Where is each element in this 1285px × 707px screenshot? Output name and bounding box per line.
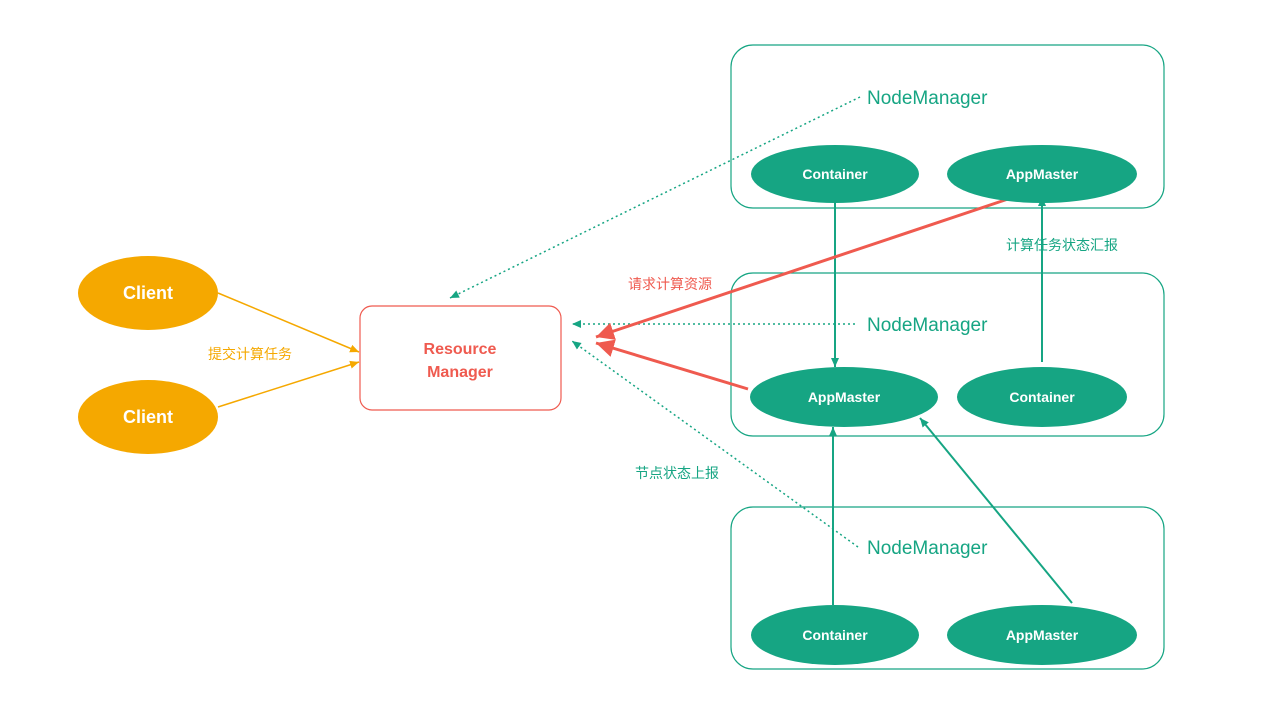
client-node-2 [78,380,218,454]
container-node-1 [751,145,919,203]
container-label-2: Container [1009,389,1075,405]
request-resources-arrow-1 [595,197,1009,340]
client-label-2: Client [123,407,173,427]
task-status-report-label: 计算任务状态汇报 [1006,237,1118,253]
node-manager-box-2 [730,272,1165,437]
appmaster-label-3: AppMaster [1006,627,1079,643]
resource-manager-label-line2: Manager [427,364,493,381]
appmaster-label-1: AppMaster [1006,166,1079,182]
node-manager-label-2: NodeManager [867,315,988,336]
node-status-arrow-1 [449,96,861,299]
submit-job-arrow-2 [217,360,360,408]
node-manager-box-3 [730,506,1165,670]
container-node-2 [957,367,1127,427]
container-label-3: Container [802,627,868,643]
request-resources-arrow-2 [595,339,749,391]
appmaster-label-2: AppMaster [808,389,881,405]
node-manager-label-1: NodeManager [867,88,988,109]
node-manager-label-3: NodeManager [867,538,988,559]
client-node-1 [78,256,218,330]
container-label-1: Container [802,166,868,182]
appmaster-node-2 [750,367,938,427]
appmaster-to-appmaster-arrow [919,417,1073,604]
submit-job-label: 提交计算任务 [208,346,292,362]
resource-manager-label-line1: Resource [424,341,497,358]
container-node-3 [751,605,919,665]
node-status-arrow-3 [571,340,859,548]
appmaster-node-3 [947,605,1137,665]
submit-job-arrow-1 [217,292,360,353]
request-resources-label: 请求计算资源 [628,276,712,292]
appmaster-node-1 [947,145,1137,203]
client-label-1: Client [123,283,173,303]
node-status-report-label: 节点状态上报 [635,465,719,481]
resource-manager-box [359,305,562,411]
node-manager-box-1 [730,44,1165,209]
